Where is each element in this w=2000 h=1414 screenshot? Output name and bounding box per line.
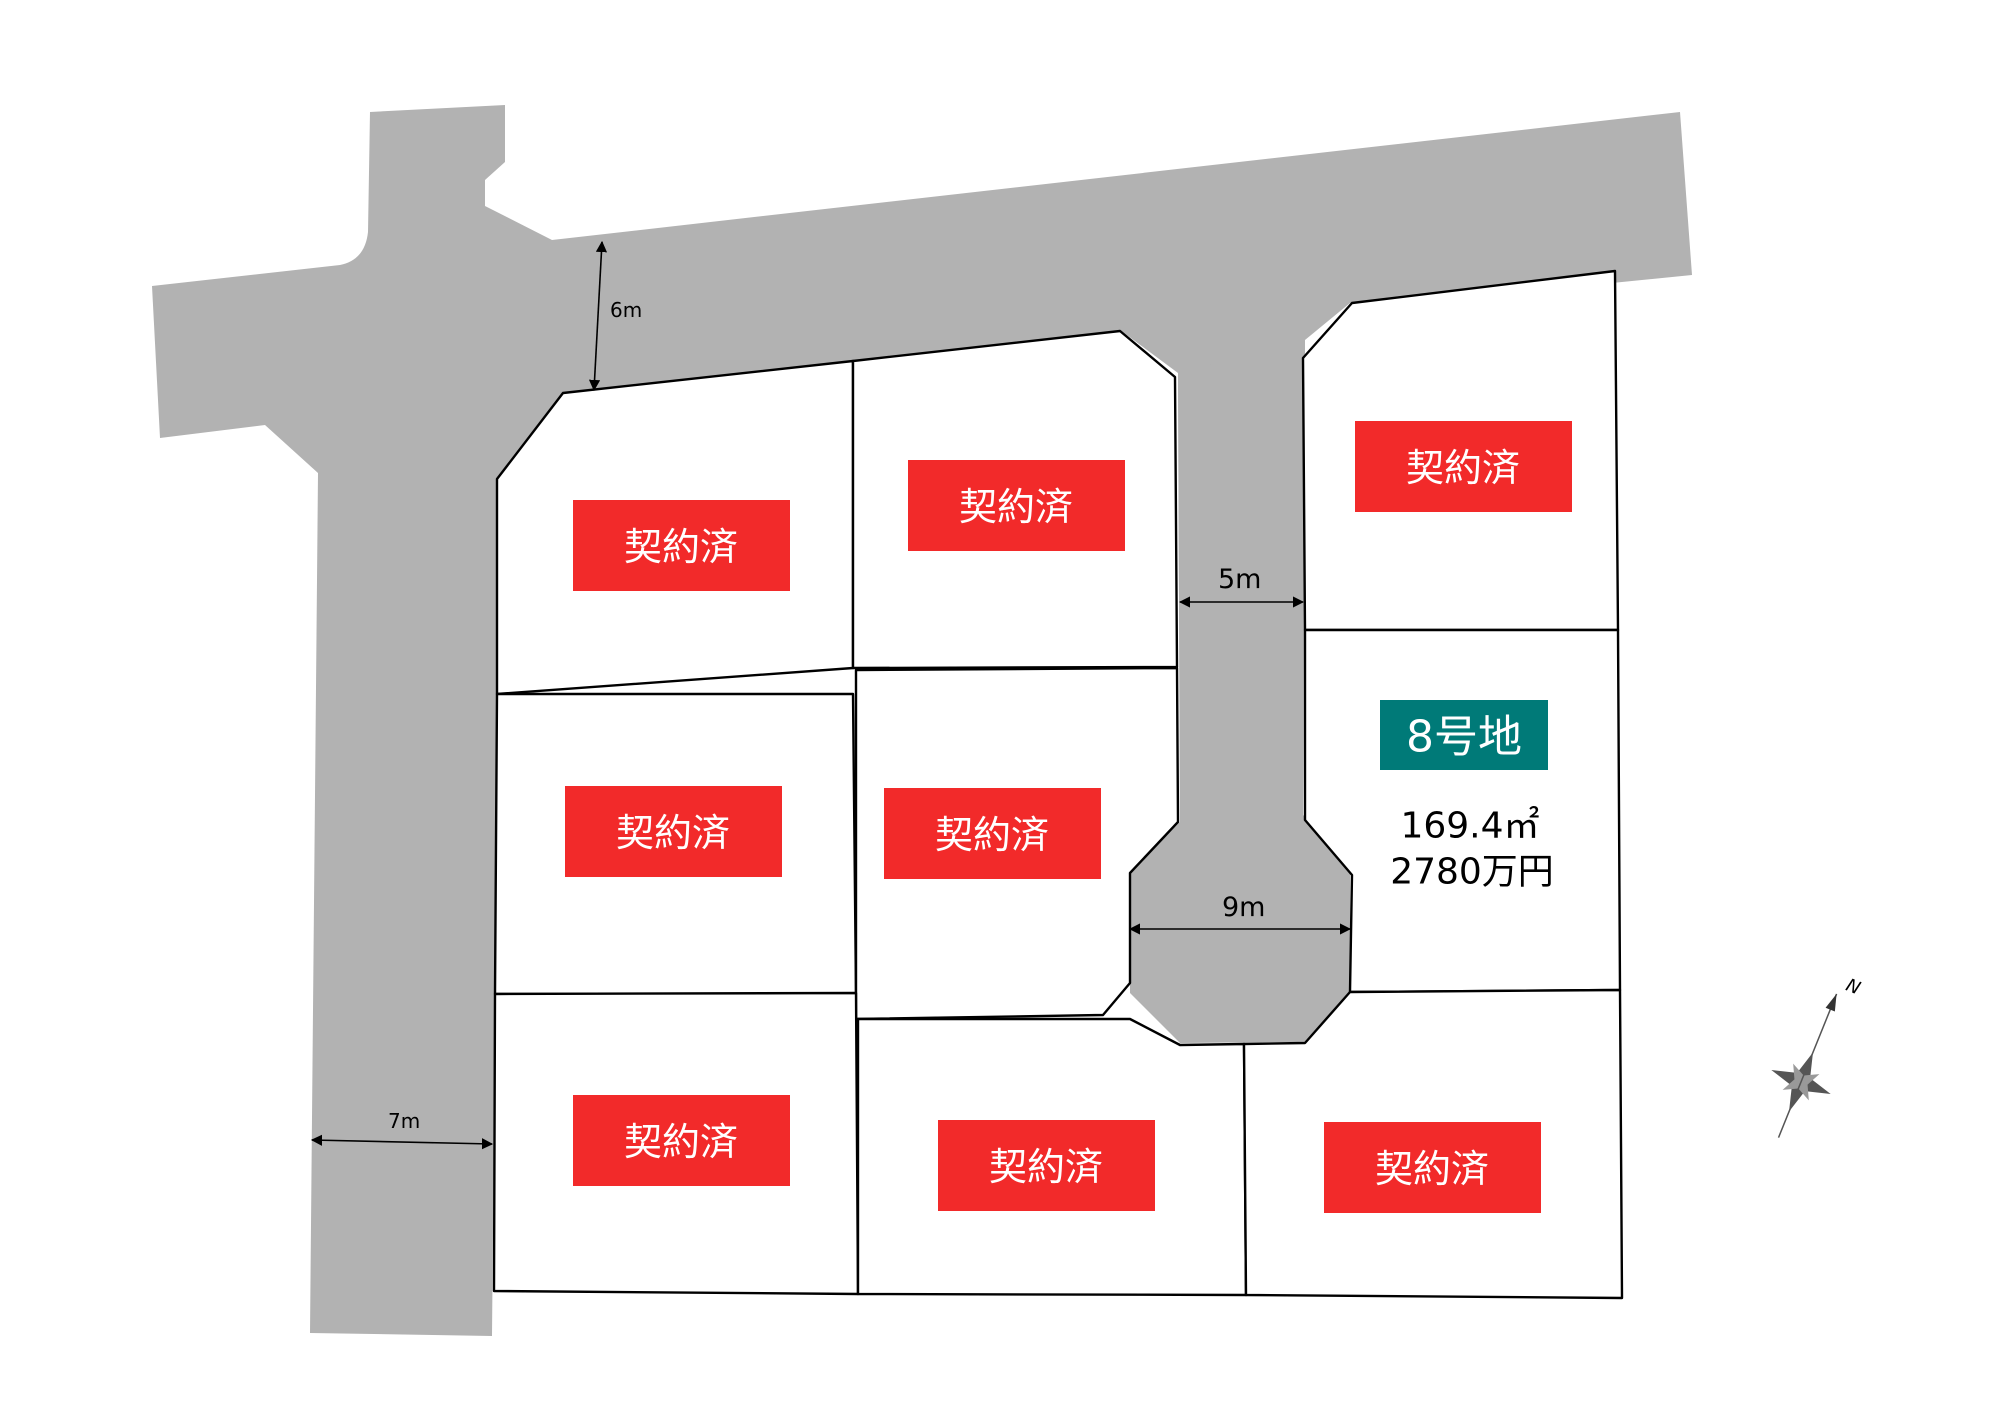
lot-3-sold-badge: 契約済 xyxy=(1355,421,1572,512)
lot-8-info: 8号地 169.4㎡ 2780万円 xyxy=(1380,700,1554,893)
lot-4-sold-badge: 契約済 xyxy=(565,786,782,877)
lot-3-status: 契約済 xyxy=(1406,446,1520,490)
lot-8-price: 2780万円 xyxy=(1390,852,1554,893)
sold-badges: 契約済 契約済 契約済 契約済 契約済 契約済 契約済 契約済 xyxy=(565,421,1572,1213)
lot-5-status: 契約済 xyxy=(935,813,1049,857)
lot-4-status: 契約済 xyxy=(616,811,730,855)
lot-6-sold-badge: 契約済 xyxy=(573,1095,790,1186)
cul-de-sac-road xyxy=(1130,340,1350,1043)
lot-1-sold-badge: 契約済 xyxy=(573,500,790,591)
lot-5-sold-badge: 契約済 xyxy=(884,788,1101,879)
lot-9-status: 契約済 xyxy=(1375,1147,1489,1191)
main-road-width-label: 6m xyxy=(610,298,642,322)
lot-8-area: 169.4㎡ xyxy=(1400,805,1539,847)
dimensions: 6m 7m 5m 9m xyxy=(310,240,1352,1150)
lot-9-sold-badge: 契約済 xyxy=(1324,1122,1541,1213)
cul-de-sac-width-label: 5m xyxy=(1218,564,1261,595)
compass-rose: N xyxy=(1771,975,1863,1138)
lot-6-status: 契約済 xyxy=(624,1120,738,1164)
roads xyxy=(152,105,1692,1336)
lot-7-status: 契約済 xyxy=(989,1145,1103,1189)
main-road xyxy=(152,105,1692,1336)
lot-2-sold-badge: 契約済 xyxy=(908,460,1125,551)
lot-1-status: 契約済 xyxy=(624,525,738,569)
turnaround-width-label: 9m xyxy=(1222,892,1265,923)
lot-8-label-badge xyxy=(1380,700,1548,770)
lot-2-status: 契約済 xyxy=(959,485,1073,529)
lot-8-label: 8号地 xyxy=(1406,712,1522,763)
compass-star-icon xyxy=(1771,993,1838,1138)
compass-north-label: N xyxy=(1843,975,1863,1000)
west-road-width-label: 7m xyxy=(388,1109,420,1133)
lot-7-sold-badge: 契約済 xyxy=(938,1120,1155,1211)
